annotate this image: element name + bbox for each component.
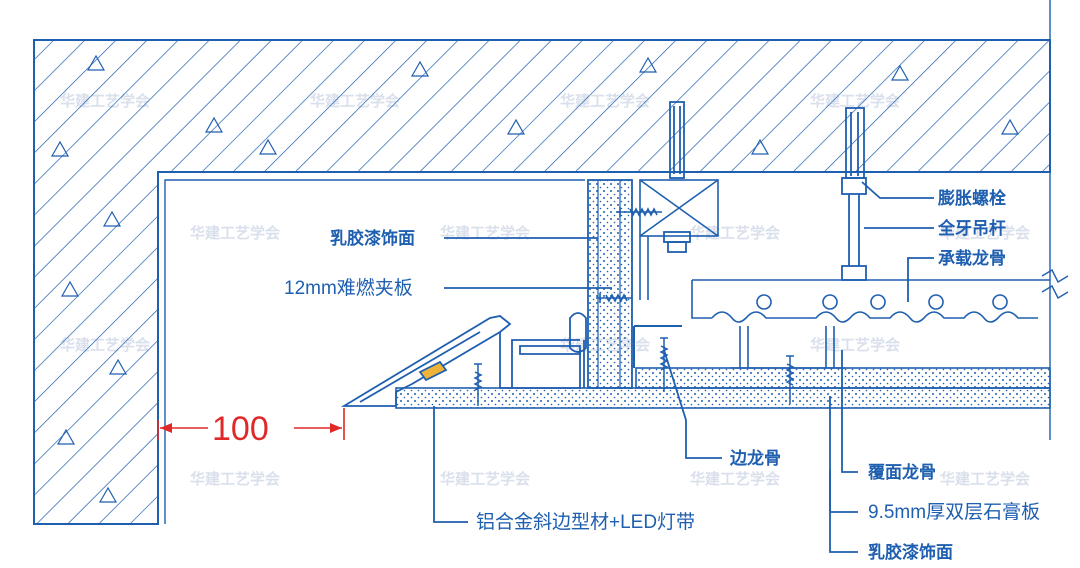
- watermark-text: 华建工艺学会: [810, 336, 900, 354]
- edge-keel: [633, 325, 682, 368]
- watermark-text: 华建工艺学会: [190, 470, 280, 488]
- aluminum-profile: [340, 312, 587, 407]
- label-main-runner: 承载龙骨: [938, 248, 1006, 269]
- label-latex-finish-bottom: 乳胶漆饰面: [868, 542, 953, 563]
- main-runner: [691, 279, 1050, 323]
- watermark-text: 华建工艺学会: [440, 470, 530, 488]
- dimension-value: 100: [212, 410, 269, 448]
- label-expansion-bolt: 膨胀螺栓: [938, 188, 1006, 209]
- label-fire-board: 12mm难燃夹板: [284, 277, 413, 299]
- label-threaded-rod: 全牙吊杆: [937, 218, 1006, 239]
- expansion-bolt-left: [663, 101, 691, 253]
- fire-board: [587, 179, 662, 389]
- leader-lines: [433, 181, 934, 553]
- label-edge-keel: 边龙骨: [729, 448, 781, 469]
- watermark-text: 华建工艺学会: [940, 224, 1030, 242]
- watermark-text: 华建工艺学会: [690, 470, 780, 488]
- gypsum-board: [395, 337, 1051, 409]
- watermark-text: 华建工艺学会: [940, 470, 1030, 488]
- watermark-text: 华建工艺学会: [440, 224, 530, 242]
- label-latex-finish-top: 乳胶漆饰面: [330, 228, 415, 249]
- watermark-text: 华建工艺学会: [190, 224, 280, 242]
- label-gypsum-board: 9.5mm厚双层石膏板: [868, 500, 1040, 523]
- threaded-rod: [841, 177, 867, 281]
- concrete-structure: [33, 0, 1069, 525]
- watermark-text: 华建工艺学会: [690, 224, 780, 242]
- dimension-100: 100: [157, 408, 345, 448]
- label-cover-keel: 覆面龙骨: [868, 462, 936, 483]
- label-aluminum-profile: 铝合金斜边型材+LED灯带: [476, 511, 695, 533]
- bracket: [639, 179, 719, 300]
